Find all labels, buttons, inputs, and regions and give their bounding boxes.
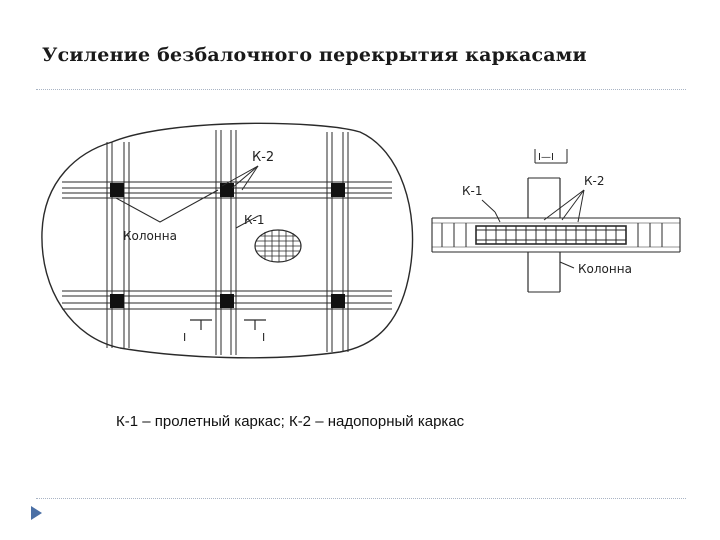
cage-links <box>441 223 663 247</box>
opening-hatch <box>255 230 301 262</box>
column <box>110 294 124 308</box>
slide-title: Усиление безбалочного перекрытия каркаса… <box>42 44 587 66</box>
section-marks <box>190 319 266 330</box>
column-squares <box>110 183 345 308</box>
column <box>331 294 345 308</box>
plan-label-column: Колонна <box>123 229 177 243</box>
top-divider <box>36 89 686 90</box>
plan-view <box>41 122 414 359</box>
figure-caption: К-1 – пролетный каркас; К-2 – надопорный… <box>116 413 465 430</box>
section-label-k2: К-2 <box>584 174 604 188</box>
section-mark-right: I <box>262 331 265 344</box>
cage-frame <box>475 225 627 245</box>
plan-label-k1: К-1 <box>244 213 264 227</box>
column <box>220 183 234 197</box>
plan-leaders <box>115 165 259 229</box>
section-mark-left: I <box>183 331 186 344</box>
section-title: I—I <box>538 152 554 163</box>
triangle-bullet-icon <box>31 506 42 520</box>
slab-outline <box>41 122 414 359</box>
section-label-k1: К-1 <box>462 184 482 198</box>
column <box>220 294 234 308</box>
bottom-divider <box>36 498 686 499</box>
column <box>331 183 345 197</box>
section-view <box>431 149 681 293</box>
section-label-column: Колонна <box>578 262 632 276</box>
column <box>110 183 124 197</box>
plan-label-k2: К-2 <box>252 150 274 165</box>
vertical-strips <box>106 130 349 355</box>
slab-section <box>431 217 681 253</box>
section-leaders <box>481 189 585 269</box>
